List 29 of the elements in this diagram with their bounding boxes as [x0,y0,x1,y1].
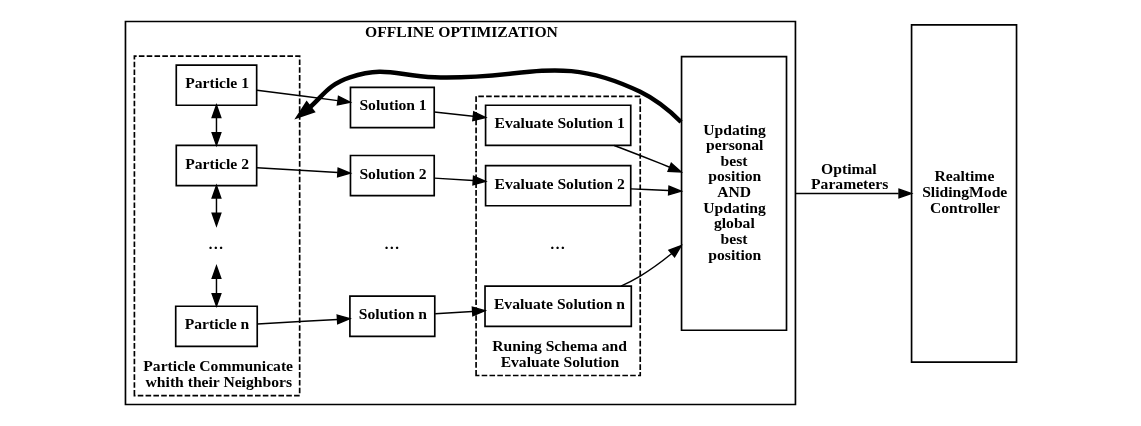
node-box: Particle 2 [174,144,257,187]
node-box: Evaluate Solution 2 [484,164,632,207]
arrow [293,68,683,124]
node-box: Realtime SlidingMode Controller [910,24,1017,363]
arrow [613,144,683,173]
arrow [794,188,914,199]
node-box: Particle 1 [174,64,257,107]
node-box: Solution 1 [349,86,435,129]
arrow [629,185,683,196]
arrow [210,263,222,309]
arrow [433,306,487,317]
edge-label: Optimal Parameters [810,159,888,193]
arrow [433,175,488,186]
node-box: Particle n [174,305,258,348]
arrow [255,89,352,106]
node-box: Solution 2 [349,154,435,197]
arrow [210,103,222,148]
arrow [210,183,222,228]
label: … [549,234,565,252]
node-box: Updating personal best position AND Updating global best position [680,55,787,332]
node-text: … [207,234,224,252]
arrow [255,167,352,178]
node-box: Evaluate Solution 1 [484,104,632,147]
arrow [433,110,488,122]
node-box: Evaluate Solution n [483,285,632,328]
arrow [256,314,352,325]
arrow [619,244,683,287]
label: … [383,234,400,252]
node-box: Solution n [348,295,436,338]
